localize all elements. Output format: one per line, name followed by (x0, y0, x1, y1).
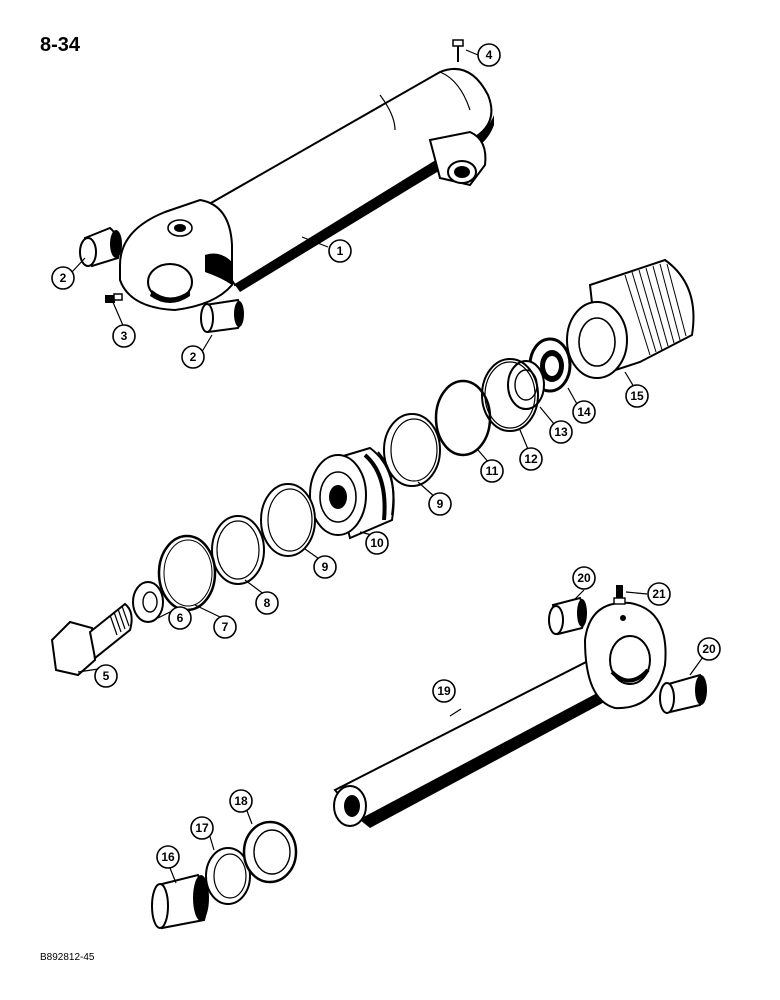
callout-17: 17 (190, 816, 214, 840)
callout-10: 10 (365, 531, 389, 555)
piston-bolt (50, 602, 133, 677)
rod-bushing-right (659, 673, 707, 714)
o-ring (434, 379, 492, 457)
callout-20b: 20 (697, 637, 721, 661)
rod-grease-fitting (613, 585, 626, 605)
callout-16: 16 (156, 845, 180, 869)
svg-text:13: 13 (554, 425, 568, 439)
callout-15: 15 (625, 384, 649, 408)
callout-11: 11 (480, 459, 504, 483)
bushing-16 (151, 873, 209, 930)
rod-bushing-left (548, 596, 587, 636)
svg-text:20: 20 (702, 642, 716, 656)
callout-12: 12 (519, 447, 543, 471)
callout-21: 21 (647, 582, 671, 606)
seal-ring (157, 534, 217, 612)
svg-text:2: 2 (190, 350, 197, 364)
page-number: 8-34 (40, 34, 81, 56)
bushing-upper (79, 226, 122, 268)
bushing-lower (200, 298, 244, 334)
callout-7: 7 (213, 615, 237, 639)
piston-rod (333, 601, 667, 828)
callout-4: 4 (477, 43, 501, 67)
callout-2a: 2 (51, 266, 75, 290)
svg-text:15: 15 (630, 389, 644, 403)
callout-8: 8 (255, 591, 279, 615)
svg-text:7: 7 (222, 620, 229, 634)
cylinder-head (566, 258, 695, 379)
washer (132, 581, 164, 623)
svg-text:20: 20 (577, 571, 591, 585)
svg-text:14: 14 (577, 405, 591, 419)
callout-5: 5 (94, 664, 118, 688)
ring-17 (205, 847, 251, 905)
bleed-screw (452, 39, 464, 62)
svg-text:6: 6 (177, 611, 184, 625)
callout-3: 3 (112, 324, 136, 348)
callout-2b: 2 (181, 345, 205, 369)
svg-text:9: 9 (437, 497, 444, 511)
svg-text:19: 19 (437, 684, 451, 698)
svg-text:1: 1 (337, 244, 344, 258)
callout-13: 13 (549, 420, 573, 444)
svg-text:18: 18 (234, 794, 248, 808)
svg-text:2: 2 (60, 271, 67, 285)
svg-text:11: 11 (486, 464, 499, 478)
svg-text:16: 16 (161, 850, 175, 864)
piston (309, 446, 395, 540)
svg-text:4: 4 (486, 48, 493, 62)
svg-text:8: 8 (264, 596, 271, 610)
piston-seal (211, 515, 265, 585)
callout-19: 19 (432, 679, 456, 703)
document-code: B892812-45 (40, 952, 95, 963)
svg-text:12: 12 (524, 452, 538, 466)
cylinder-barrel (119, 67, 494, 312)
callout-9a: 9 (313, 555, 337, 579)
svg-text:17: 17 (195, 821, 209, 835)
ring-18 (242, 820, 298, 884)
grease-fitting (105, 293, 123, 303)
callout-14: 14 (572, 400, 596, 424)
callout-9b: 9 (428, 492, 452, 516)
svg-text:3: 3 (121, 329, 128, 343)
wear-ring-lower (260, 483, 316, 557)
svg-text:21: 21 (652, 587, 666, 601)
svg-text:5: 5 (103, 669, 110, 683)
callout-6: 6 (168, 606, 192, 630)
rod-seal (507, 360, 545, 410)
svg-text:10: 10 (370, 536, 384, 550)
wear-ring-upper (383, 413, 441, 487)
callout-18: 18 (229, 789, 253, 813)
svg-text:9: 9 (322, 560, 329, 574)
callout-1: 1 (328, 239, 352, 263)
callout-20a: 20 (572, 566, 596, 590)
